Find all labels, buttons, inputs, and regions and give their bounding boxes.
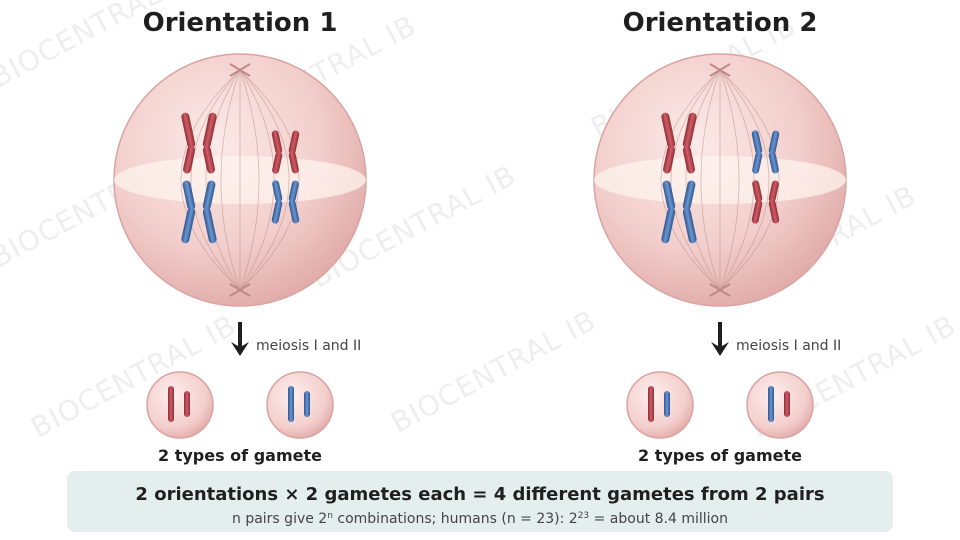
chromosome-maternal — [751, 180, 780, 224]
summary-sub-part: combinations; humans (n = 23): 2 — [332, 511, 578, 527]
cell-orientation-2 — [593, 53, 847, 307]
summary-sub-text: n pairs give 2n combinations; humans (n … — [67, 511, 893, 527]
centrosome-bottom — [709, 283, 731, 297]
chromatid-maternal — [648, 386, 654, 422]
chromatid-paternal — [664, 391, 670, 417]
centrosome-top — [229, 63, 251, 77]
spindle-fibres — [180, 69, 300, 291]
gamete-cell — [746, 371, 814, 439]
chromosome-maternal — [661, 112, 697, 174]
chromatid-paternal — [288, 386, 294, 422]
orientation-1-title: Orientation 1 — [142, 8, 338, 38]
down-arrow-icon — [231, 322, 249, 356]
chromosome-maternal — [271, 130, 300, 174]
meiosis-label: meiosis I and II — [256, 338, 362, 354]
gamete-cell — [626, 371, 694, 439]
summary-main-text: 2 orientations × 2 gametes each = 4 diff… — [135, 484, 825, 505]
summary-sub-part: n pairs give 2 — [232, 511, 328, 527]
gamete-caption: 2 types of gamete — [158, 446, 322, 465]
chromatid-paternal — [304, 391, 310, 417]
centrosome-bottom — [229, 283, 251, 297]
summary-box: 2 orientations × 2 gametes each = 4 diff… — [67, 471, 893, 532]
summary-sub-part: = about 8.4 million — [589, 511, 728, 527]
cell-orientation-1 — [113, 53, 367, 307]
chromatid-maternal — [784, 391, 790, 417]
centrosome-top — [709, 63, 731, 77]
orientation-2-title: Orientation 2 — [622, 8, 818, 38]
chromosome-maternal — [181, 112, 217, 174]
summary-exponent: 23 — [577, 511, 590, 521]
watermark: BIOCENTRAL IB — [385, 303, 602, 440]
chromatid-maternal — [168, 386, 174, 422]
gamete-caption: 2 types of gamete — [638, 446, 802, 465]
gamete-cell — [266, 371, 334, 439]
summary-exponent: n — [327, 511, 333, 521]
chromosome-paternal — [751, 130, 780, 174]
chromatid-paternal — [768, 386, 774, 422]
chromosome-paternal — [271, 180, 300, 224]
spindle-fibres — [660, 69, 780, 291]
chromatid-maternal — [184, 391, 190, 417]
chromosome-paternal — [661, 180, 697, 244]
down-arrow-icon — [711, 322, 729, 356]
meiosis-label: meiosis I and II — [736, 338, 842, 354]
gamete-cell — [146, 371, 214, 439]
chromosome-paternal — [181, 180, 217, 244]
